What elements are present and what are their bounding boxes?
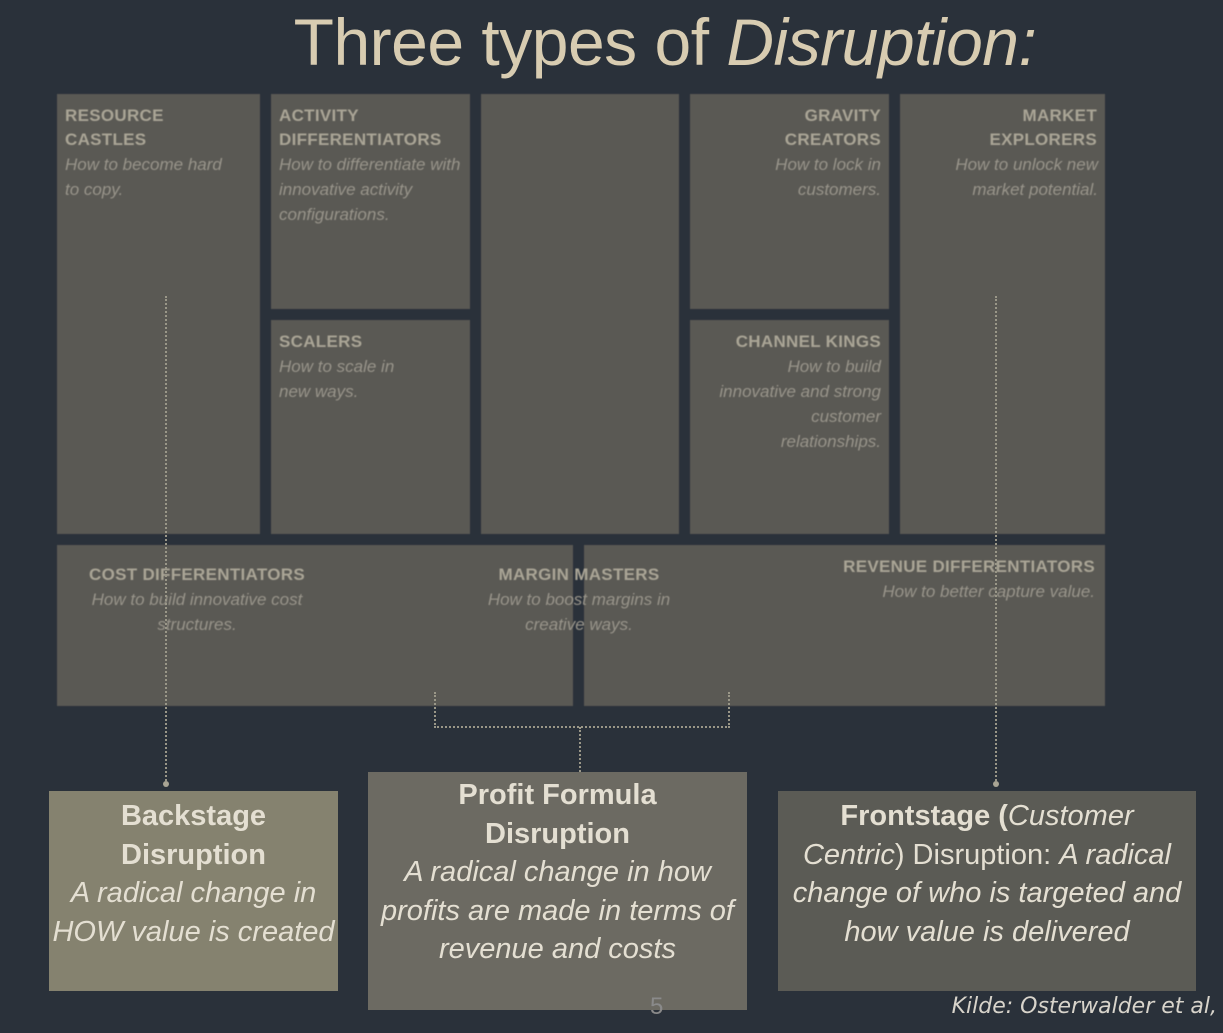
profit-desc: A radical change in how profits are made… [381, 856, 734, 965]
revenue-differentiators-subtitle: How to better capture value. [882, 582, 1095, 601]
gravity-creators-subtitle: How to lock in customers. [775, 155, 881, 199]
channel-kings-subtitle: How to build innovative and strong custo… [719, 357, 881, 451]
connector-profit-bracket [434, 692, 730, 728]
scalers-title: SCALERS [279, 332, 363, 351]
gravity-creators-title: GRAVITY CREATORS [784, 106, 881, 149]
margin-masters-subtitle: How to boost margins in creative ways. [487, 590, 671, 634]
frontstage-disruption-box: Frontstage (Customer Centric) Disruption… [778, 791, 1196, 991]
slide-title: Three types of Disruption: [0, 4, 1223, 80]
connector-frontstage [995, 296, 997, 784]
cost-differentiators-subtitle: How to build innovative cost structures. [91, 590, 303, 634]
scalers-subtitle: How to scale in new ways. [279, 357, 395, 401]
channel-kings-block: CHANNEL KINGS How to build innovative an… [690, 320, 889, 534]
connector-profit-stem [579, 727, 581, 772]
frontstage-title-c: ) Disruption: [894, 838, 1060, 871]
margin-masters-label: MARGIN MASTERS How to boost margins in c… [459, 563, 699, 637]
source-credit: Kilde: Osterwalder et al, [951, 994, 1217, 1019]
resource-castles-title: RESOURCE CASTLES [65, 106, 164, 149]
page-number: 5 [650, 993, 664, 1020]
value-proposition-block [481, 94, 679, 534]
frontstage-desc: A radical change of who is targeted and … [792, 838, 1182, 948]
revenue-differentiators-title: REVENUE DIFFERENTIATORS [843, 557, 1095, 576]
market-explorers-title: MARKET EXPLORERS [989, 106, 1097, 149]
cost-differentiators-title: COST DIFFERENTIATORS [89, 565, 305, 584]
title-main: Three types of [293, 5, 727, 79]
scalers-block: SCALERS How to scale in new ways. [271, 320, 470, 534]
resource-castles-subtitle: How to become hard to copy. [65, 155, 222, 199]
margin-masters-title: MARGIN MASTERS [498, 565, 660, 584]
cost-structure-block: COST DIFFERENTIATORS How to build innova… [57, 545, 573, 706]
activity-differentiators-title: ACTIVITY DIFFERENTIATORS [279, 106, 442, 149]
revenue-streams-block: REVENUE DIFFERENTIATORS How to better ca… [584, 545, 1105, 706]
channel-kings-title: CHANNEL KINGS [735, 332, 881, 351]
profit-title: Profit Formula Disruption [458, 779, 657, 850]
resource-castles-block: RESOURCE CASTLES How to become hard to c… [57, 94, 260, 534]
market-explorers-block: MARKET EXPLORERS How to unlock new marke… [900, 94, 1105, 534]
frontstage-title-a: Frontstage ( [840, 800, 1008, 832]
backstage-disruption-box: Backstage Disruption A radical change in… [49, 791, 338, 991]
connector-frontstage-dot [993, 781, 999, 787]
connector-backstage [165, 296, 167, 784]
backstage-title: Backstage Disruption [120, 800, 267, 871]
connector-backstage-dot [163, 781, 169, 787]
gravity-creators-block: GRAVITY CREATORS How to lock in customer… [690, 94, 889, 309]
profit-formula-disruption-box: Profit Formula Disruption A radical chan… [368, 772, 747, 1010]
activity-differentiators-block: ACTIVITY DIFFERENTIATORS How to differen… [271, 94, 470, 309]
activity-differentiators-subtitle: How to differentiate with innovative act… [279, 155, 461, 224]
market-explorers-subtitle: How to unlock new market potential. [955, 155, 1098, 199]
backstage-desc: A radical change in HOW value is created [52, 877, 335, 948]
frontstage-title-b: Customer Centric [802, 800, 1134, 871]
title-emphasis: Disruption: [726, 5, 1037, 79]
